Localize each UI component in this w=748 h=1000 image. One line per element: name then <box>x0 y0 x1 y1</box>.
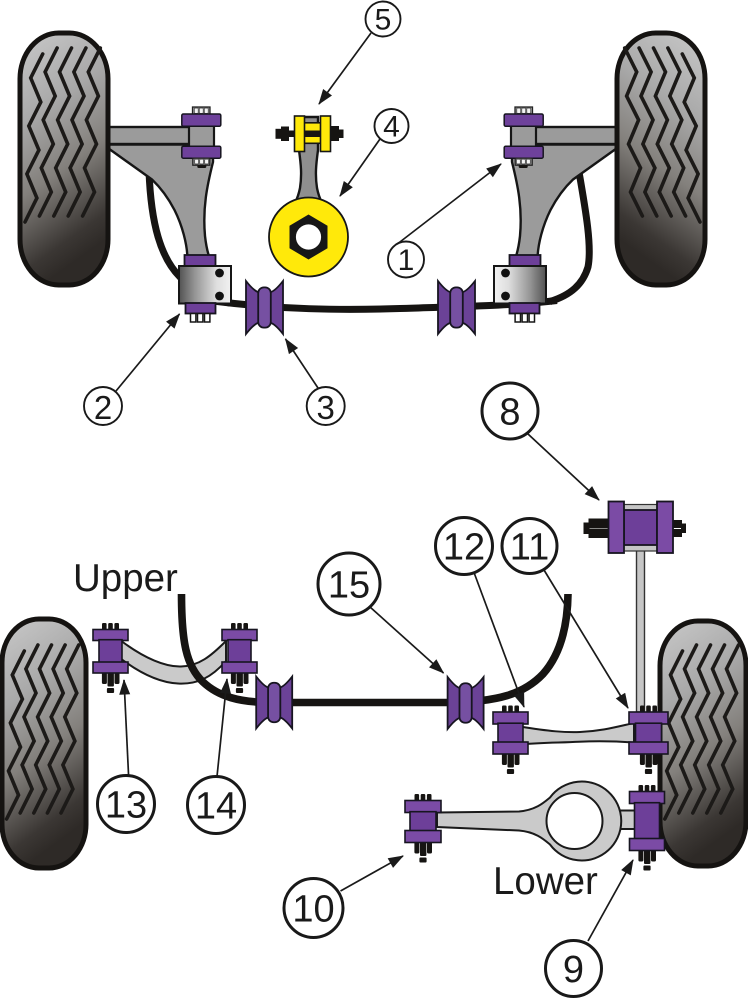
svg-text:11: 11 <box>510 527 549 569</box>
svg-text:Upper: Upper <box>73 557 178 600</box>
svg-text:4: 4 <box>383 111 400 144</box>
svg-text:8: 8 <box>499 392 520 434</box>
svg-text:13: 13 <box>105 785 147 827</box>
svg-text:3: 3 <box>317 389 335 426</box>
svg-text:10: 10 <box>292 889 334 931</box>
svg-text:9: 9 <box>563 949 584 991</box>
svg-text:2: 2 <box>94 389 112 426</box>
svg-text:12: 12 <box>443 527 485 569</box>
svg-text:14: 14 <box>195 786 237 828</box>
svg-text:5: 5 <box>375 4 392 37</box>
svg-text:1: 1 <box>398 244 415 277</box>
svg-text:15: 15 <box>328 565 370 607</box>
svg-text:Lower: Lower <box>493 860 598 903</box>
